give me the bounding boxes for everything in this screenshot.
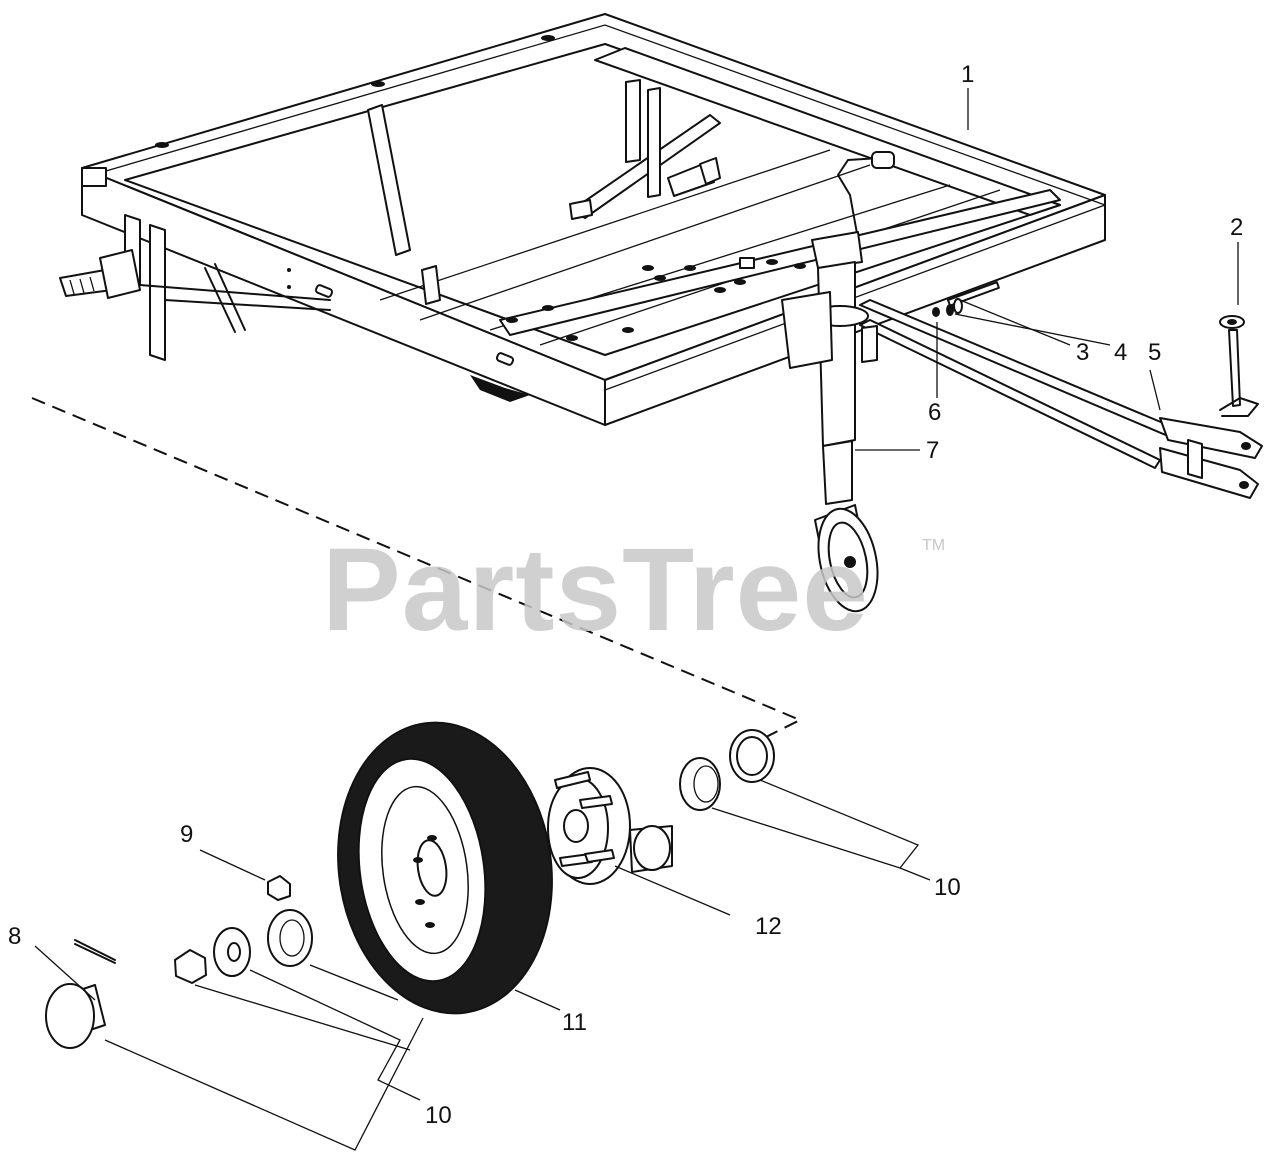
axle-nut-small <box>267 875 291 901</box>
bearing-left <box>267 909 313 967</box>
callout-9: 9 <box>180 821 193 848</box>
callout-11: 11 <box>562 1009 587 1036</box>
callout-1: 1 <box>961 61 974 88</box>
wheel-hub <box>547 767 673 885</box>
callout-5: 5 <box>1148 339 1161 366</box>
callout-3: 3 <box>1076 339 1089 366</box>
watermark-text: PartsTree <box>322 524 869 656</box>
bearing-and-seal-right <box>679 729 775 811</box>
callout-10-right: 10 <box>934 874 961 901</box>
callout-labels: 1 2 3 4 5 6 7 8 9 10 10 11 12 <box>8 61 1243 1129</box>
callout-7: 7 <box>926 437 939 464</box>
leader-lines <box>34 88 1239 1151</box>
assembly-dashed-line <box>31 397 803 741</box>
watermark-trademark: TM <box>922 537 945 554</box>
callout-2: 2 <box>1230 214 1243 241</box>
castle-nut <box>174 949 207 984</box>
watermark: PartsTree TM <box>322 524 945 656</box>
callout-4: 4 <box>1114 339 1127 366</box>
flat-washer <box>213 927 251 977</box>
tongue-drawbar <box>859 299 1263 499</box>
hitch-pin <box>1219 315 1259 417</box>
callout-8: 8 <box>8 923 21 950</box>
dust-cap <box>45 983 106 1049</box>
callout-10-left: 10 <box>425 1102 452 1129</box>
callout-12: 12 <box>755 913 782 940</box>
cotter-pin <box>74 939 116 964</box>
callout-6: 6 <box>928 399 941 426</box>
tire-wheel <box>337 721 553 1015</box>
jack-stand <box>781 151 895 613</box>
